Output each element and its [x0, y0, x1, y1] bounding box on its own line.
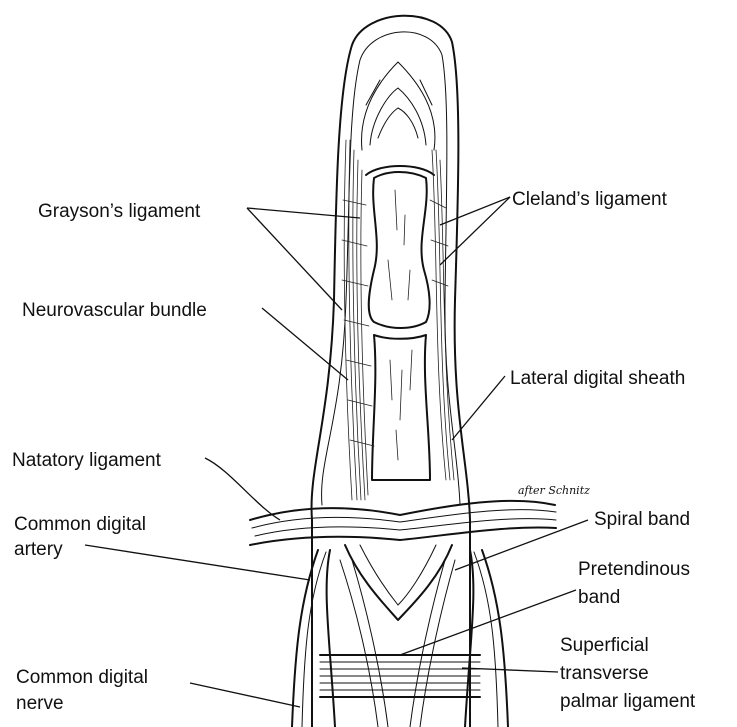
- artist-signature: after Schnitz: [518, 484, 590, 497]
- leader-neurovascular: [262, 308, 348, 380]
- label-common-digital-nerve-line2: nerve: [16, 693, 64, 714]
- transverse-palmar-ligament: [320, 655, 480, 697]
- leader-natatory: [205, 458, 280, 520]
- fingertip-detail: [362, 62, 435, 175]
- label-superficial-line1: Superficial: [560, 635, 649, 656]
- label-pretendinous-band-line1: Pretendinous: [578, 559, 690, 580]
- label-common-digital-artery-line1: Common digital: [14, 514, 146, 535]
- label-lateral-digital-sheath: Lateral digital sheath: [510, 368, 685, 389]
- label-common-digital-nerve-line1: Common digital: [16, 667, 148, 688]
- neurovascular-hatching: [342, 140, 374, 500]
- leader-clelands-a: [440, 197, 510, 225]
- leader-graysons-b: [247, 208, 342, 310]
- label-natatory-ligament: Natatory ligament: [12, 450, 162, 471]
- natatory-band: [250, 501, 556, 545]
- label-superficial-line3: palmar ligament: [560, 691, 696, 712]
- leader-common-nerve: [190, 683, 300, 707]
- leader-pretendinous: [400, 590, 576, 655]
- common-digital-vessels: [292, 550, 508, 727]
- pretendinous-bands: [340, 545, 455, 727]
- phalanges: [369, 172, 430, 480]
- label-clelands-ligament: Cleland’s ligament: [512, 189, 668, 210]
- label-graysons-ligament: Grayson’s ligament: [38, 201, 201, 222]
- label-superficial-line2: transverse: [560, 663, 649, 684]
- label-common-digital-artery-line2: artery: [14, 539, 63, 560]
- leader-clelands-b: [440, 197, 510, 265]
- leader-lateral-sheath: [452, 376, 505, 440]
- label-spiral-band: Spiral band: [594, 509, 690, 530]
- leader-graysons-a: [247, 208, 360, 218]
- label-neurovascular-bundle: Neurovascular bundle: [22, 300, 207, 321]
- label-pretendinous-band-line2: band: [578, 587, 620, 608]
- leader-common-artery: [85, 545, 310, 580]
- right-sheath-strands: [430, 150, 454, 480]
- leader-transverse: [462, 668, 558, 672]
